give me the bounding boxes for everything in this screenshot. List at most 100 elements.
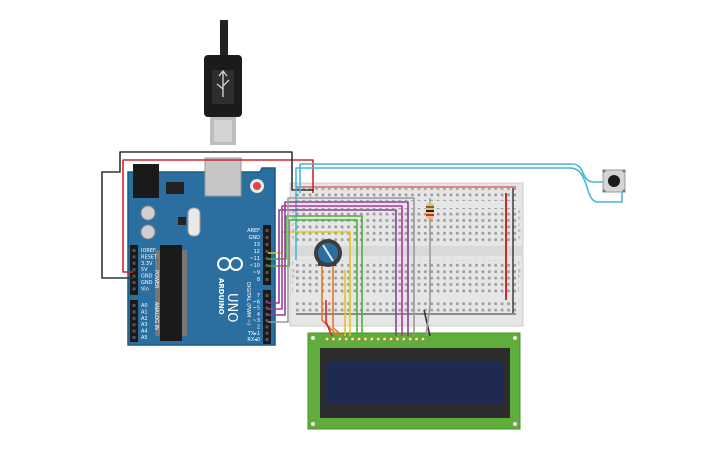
digital-pin-label: GND (249, 235, 261, 241)
header-pin[interactable] (265, 300, 269, 304)
header-pin[interactable] (265, 325, 269, 329)
wire-resistor-gray (425, 225, 431, 337)
power-pin-label: 5V (141, 267, 148, 273)
row-letter: d (292, 228, 295, 233)
lcd-pin[interactable] (350, 336, 355, 342)
header-pin[interactable] (132, 261, 136, 265)
header-pin[interactable] (265, 312, 269, 316)
header-pin[interactable] (132, 274, 136, 278)
row-letter: e (292, 235, 295, 240)
row-letter: b (292, 215, 295, 220)
wire-gnd-black (101, 151, 314, 279)
row-letter: c (518, 222, 520, 227)
row-letter: j (517, 287, 519, 292)
row-letter: e (518, 235, 521, 240)
lcd-pin-header (324, 336, 426, 342)
power-pin-label: IOREF (141, 248, 156, 254)
lcd-pin[interactable] (344, 336, 349, 342)
row-letter: g (518, 267, 521, 272)
wire-pin4-purple (268, 205, 403, 336)
wire-button-cyan-a (299, 163, 603, 193)
lcd-screen (326, 362, 504, 404)
wire-lcd-orange-2 (332, 266, 344, 337)
analog-pin-label: A3 (141, 322, 148, 328)
power-pin-label: RESET (141, 254, 158, 260)
lcd-pin[interactable] (382, 336, 387, 342)
power-jack (133, 164, 159, 198)
header-pin[interactable] (132, 304, 136, 307)
row-letter: c (292, 222, 294, 227)
digital-pin-label: 12 (254, 249, 260, 255)
lcd-pin[interactable] (401, 336, 406, 342)
header-pin[interactable] (265, 257, 269, 260)
wires (101, 151, 623, 337)
header-pin[interactable] (265, 271, 269, 274)
header-pin[interactable] (265, 236, 269, 239)
lcd-pin[interactable] (337, 336, 342, 342)
row-letter: a (518, 209, 521, 214)
header-pin[interactable] (132, 323, 136, 327)
header-pin[interactable] (132, 316, 136, 320)
lcd-pin[interactable] (420, 336, 426, 342)
header-pin[interactable] (265, 229, 269, 232)
header-pin[interactable] (132, 255, 136, 259)
header-pin[interactable] (265, 278, 269, 281)
header-pin[interactable] (265, 319, 269, 323)
header-pin[interactable] (132, 249, 136, 252)
header-pin[interactable] (132, 287, 136, 291)
lcd-pin[interactable] (388, 336, 394, 342)
lcd-pin[interactable] (331, 336, 336, 342)
lcd-pin[interactable] (356, 336, 362, 342)
usb-jack (204, 157, 242, 197)
header-pin[interactable] (132, 268, 136, 272)
lcd-pin[interactable] (408, 336, 413, 342)
analog-pin-label: A2 (141, 316, 148, 322)
potentiometer-icon (314, 239, 342, 267)
header-pin[interactable] (132, 336, 136, 339)
wire-button-cyan-b (295, 167, 623, 260)
lcd-pin[interactable] (363, 336, 368, 342)
wire-lcd-orange (321, 266, 339, 337)
header-pin[interactable] (265, 306, 269, 310)
header-pin[interactable] (265, 331, 269, 335)
header-pin[interactable] (265, 338, 269, 342)
row-letter: a (292, 209, 295, 214)
digital-pin-label: TX▸1 (247, 331, 260, 337)
wire-lcd-red-1 (325, 300, 333, 337)
row-letter: g (292, 267, 295, 272)
header-pin[interactable] (132, 281, 136, 284)
analog-header (130, 300, 138, 342)
model-label: UNO (224, 293, 239, 322)
header-pin[interactable] (265, 294, 269, 297)
pushbutton-icon[interactable] (602, 169, 626, 193)
digital-pin-label: AREF (247, 228, 260, 234)
header-pin[interactable] (132, 310, 136, 314)
analog-pin-label: A0 (141, 303, 148, 309)
lcd-pin[interactable] (376, 336, 381, 342)
digital-pin-label: 4 (257, 312, 260, 318)
lcd-pin[interactable] (414, 336, 419, 342)
lcd-pin[interactable] (324, 336, 330, 342)
header-pin[interactable] (265, 264, 269, 267)
digital-pin-label: ~3 (253, 318, 260, 324)
lcd-pin[interactable] (395, 336, 400, 342)
power-pin-label: 3.3V (141, 261, 153, 267)
header-pin[interactable] (265, 250, 269, 253)
header-pin[interactable] (132, 329, 136, 333)
row-letter: f (292, 261, 294, 266)
lcd-pin[interactable] (369, 336, 374, 342)
row-letter: b (518, 215, 521, 220)
power-pin-label: GND (141, 274, 153, 280)
wire-5v-red (122, 159, 314, 273)
row-letter: i (292, 280, 293, 285)
row-letter: f (518, 261, 520, 266)
header-pin[interactable] (265, 243, 269, 246)
digital-pin-label: ~5 (253, 306, 260, 312)
arduino-uno-board: ARDUINO UNO DIGITAL (PWM ~) POWER ANALOG… (127, 157, 276, 346)
